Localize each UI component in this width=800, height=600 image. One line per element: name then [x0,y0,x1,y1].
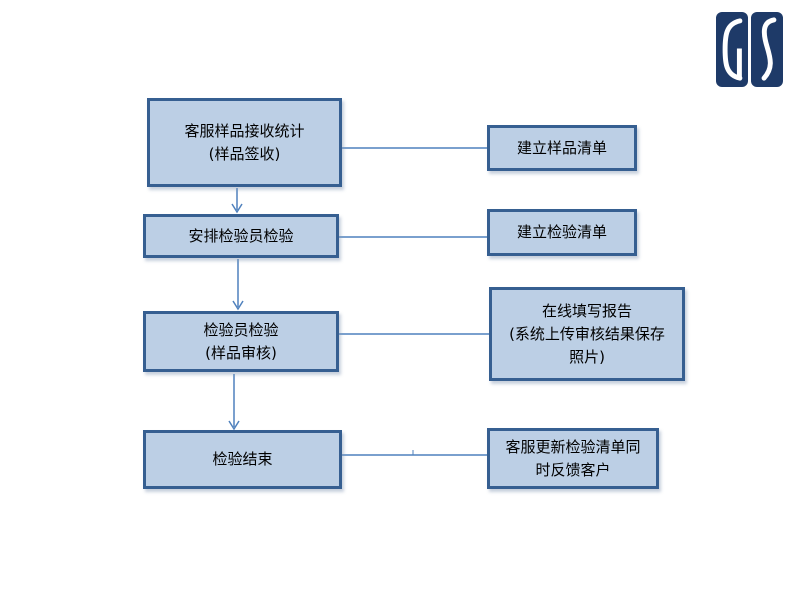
logo-s-icon [761,17,777,81]
flow-box-label: 检验员检验 [203,320,279,339]
logo-g-icon [722,18,743,81]
flow-box-assign-inspector: 安排检验员检验 [143,214,339,258]
logo-letter-g-tile [716,12,748,87]
flow-box-label: 客服更新检验清单同 [505,437,641,456]
flow-box-update-list-feedback: 客服更新检验清单同 时反馈客户 [487,428,659,489]
flow-box-label: 建立样品清单 [516,138,607,157]
gs-logo [716,12,783,87]
flow-box-label: 时反馈客户 [535,460,611,479]
flow-box-label: 客服样品接收统计 [184,121,305,140]
arrow-receive-to-assign [231,188,243,214]
flow-box-online-report: 在线填写报告 (系统上传审核结果保存 照片) [489,287,685,381]
flow-box-label: 照片) [569,347,605,366]
flow-box-inspector-inspection: 检验员检验 (样品审核) [143,311,339,372]
flow-box-label: 建立检验清单 [516,223,607,241]
arrow-inspect-to-finish [228,374,240,431]
flow-box-label: (系统上传审核结果保存 [509,324,665,343]
flow-box-label: 安排检验员检验 [188,226,294,245]
flow-box-label: 检验结束 [212,450,273,468]
flow-box-sample-receive: 客服样品接收统计 (样品签收) [147,98,342,187]
flow-box-create-inspection-list: 建立检验清单 [487,209,637,256]
flow-box-create-sample-list: 建立样品清单 [487,125,637,171]
logo-letter-s-tile [751,12,783,87]
arrow-assign-to-inspect [232,259,244,311]
flow-box-label: 在线填写报告 [541,301,632,320]
flow-box-label: (样品审核) [205,343,277,362]
flow-box-label: (样品签收) [208,144,281,163]
flow-box-inspection-end: 检验结束 [143,430,342,489]
